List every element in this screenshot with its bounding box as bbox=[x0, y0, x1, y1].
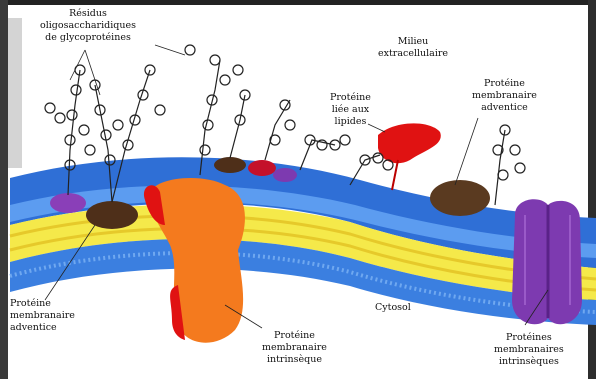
top-frame-bar bbox=[0, 0, 596, 5]
label-peripheral-protein-left: Protéine membranaire adventice bbox=[10, 298, 75, 334]
left-purple-glycoprotein bbox=[50, 193, 86, 213]
small-brown-protein bbox=[214, 157, 246, 173]
label-extracellular-medium: Milieu extracellulaire bbox=[378, 36, 448, 60]
label-intrinsic-protein: Protéine membranaire intrinsèque bbox=[262, 330, 327, 366]
label-intrinsic-proteins: Protéines membranaires intrinsèques bbox=[494, 332, 564, 368]
small-red-protein bbox=[248, 160, 276, 176]
left-frame-panel bbox=[8, 18, 22, 168]
small-purple-protein bbox=[273, 168, 297, 182]
label-lipid-anchored-protein: Protéine liée aux lipides bbox=[330, 92, 371, 128]
label-oligosaccharide-residues: Résidus oligosaccharidiques de glycoprot… bbox=[40, 8, 136, 44]
left-brown-adventice-protein bbox=[86, 201, 138, 229]
label-cytosol: Cytosol bbox=[375, 302, 411, 314]
left-frame-bar bbox=[0, 0, 8, 379]
right-brown-adventice-protein bbox=[430, 180, 490, 216]
purple-intrinsic-protein bbox=[512, 199, 582, 324]
label-peripheral-protein-top: Protéine membranaire adventice bbox=[472, 78, 537, 114]
